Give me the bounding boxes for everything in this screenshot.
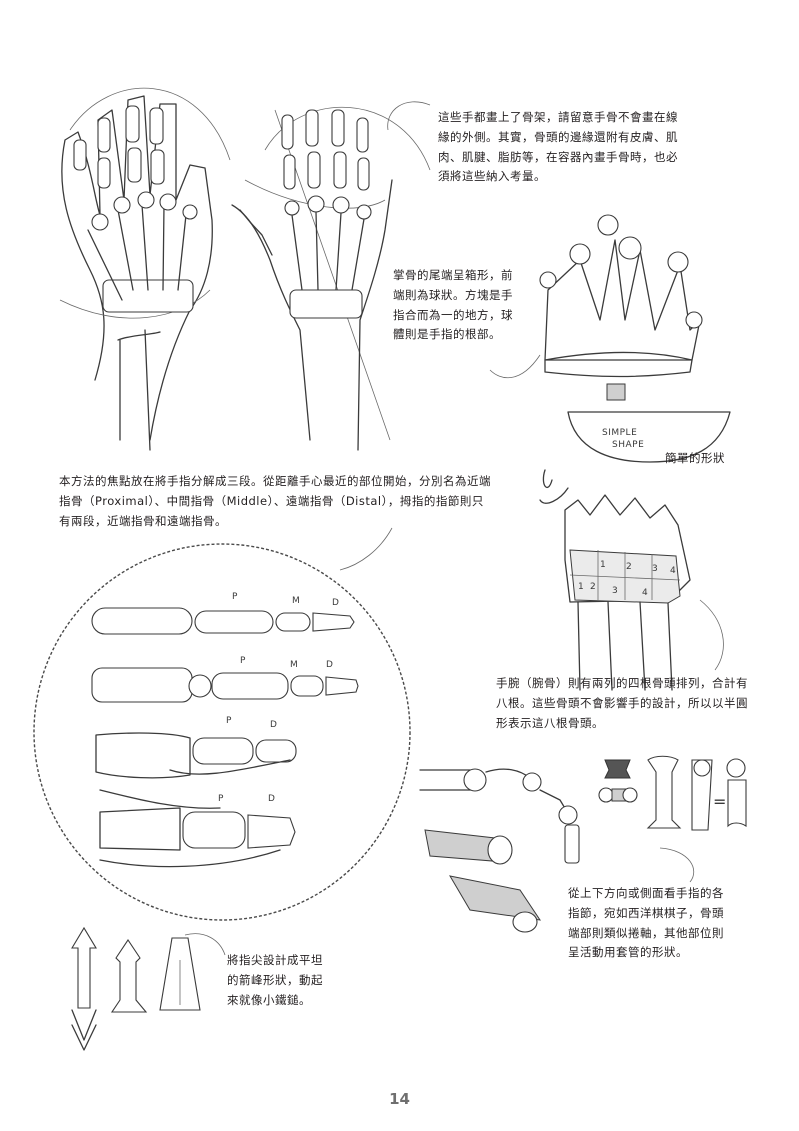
note-fingertip-arrow: 將指尖設計成平坦 的箭峰形狀，動起 來就像小鐵鎚。 xyxy=(227,953,323,1007)
carpal-number-top-2: 2 xyxy=(626,562,633,572)
carpal-number-bottom-1: 1 xyxy=(578,582,585,592)
callout-lines xyxy=(184,101,724,956)
row3-label-d: D xyxy=(270,720,278,730)
finger-bone-segments-circle xyxy=(33,543,411,921)
carpal-number-top-4: 4 xyxy=(670,566,677,576)
crown-metacarpal-diagram xyxy=(539,214,731,463)
row4-label-d: D xyxy=(268,794,276,804)
note-knuckle-joints: 從上下方向或側面看手指的各 指節，宛如西洋棋棋子，骨頭 端部則類似捲軸，其他部位… xyxy=(568,886,724,960)
note-skeleton-outline: 這些手都畫上了骨架，請留意手骨不會畫在線 緣的外側。其實，骨頭的邊緣還附有皮膚、… xyxy=(438,110,678,184)
page-number: 14 xyxy=(389,1090,410,1108)
fingertip-arrowhead-sketch xyxy=(71,926,201,1051)
row4-label-p: P xyxy=(218,794,224,804)
row3-label-p: P xyxy=(226,716,232,726)
row1-label-p: P xyxy=(232,592,238,602)
simple-shape-label-line1: SIMPLE xyxy=(602,428,638,438)
note-metacarpal: 掌骨的尾端呈箱形，前 端則為球狀。方塊是手 指合而為一的地方，球 體則是手指的根… xyxy=(393,268,513,342)
row2-label-m: M xyxy=(290,660,299,670)
note-simple-shape-caption: 簡單的形狀 xyxy=(665,451,725,465)
carpal-number-bottom-4: 4 xyxy=(642,588,649,598)
row1-label-m: M xyxy=(292,596,301,606)
carpal-number-bottom-2: 2 xyxy=(590,582,597,592)
note-finger-segments: 本方法的焦點放在將手指分解成三段。從距離手心最近的部位開始，分別名為近端 指骨（… xyxy=(59,474,491,528)
simple-shape-label-line2: SHAPE xyxy=(612,440,645,450)
carpal-number-bottom-3: 3 xyxy=(612,586,619,596)
carpal-number-top-1: 1 xyxy=(600,560,607,570)
hand-skeleton-front-sketch xyxy=(59,87,231,451)
note-wrist-carpals: 手腕（腕骨）則有兩列的四根骨頭排列，合計有 八根。這些骨頭不會影響手的設計，所以… xyxy=(496,676,748,730)
equals-sign: = xyxy=(713,792,727,811)
hand-skeleton-raised-sketch xyxy=(231,106,431,451)
carpal-number-top-3: 3 xyxy=(652,564,659,574)
row2-label-p: P xyxy=(240,656,246,666)
row2-label-d: D xyxy=(326,660,334,670)
row1-label-d: D xyxy=(332,598,340,608)
wrist-carpal-diagram xyxy=(539,469,691,691)
joint-chess-piece-diagram xyxy=(419,755,747,933)
